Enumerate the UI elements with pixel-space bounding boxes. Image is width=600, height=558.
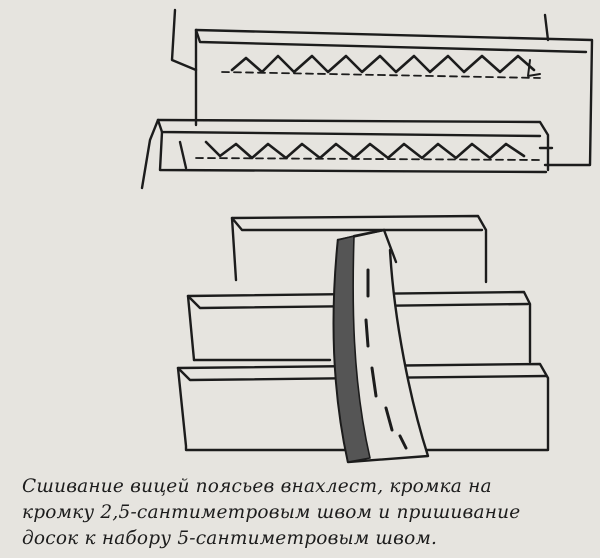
lower-belt-plank [140, 118, 554, 190]
bottom-board [176, 362, 550, 452]
frame-rib [332, 228, 430, 464]
figure-caption: Сшивание вицей поясьев внахлест, кромка … [22, 474, 592, 552]
caption-line: досок к набору 5-сантиметровым швом. [22, 528, 438, 549]
top-board [230, 214, 488, 284]
caption-line: кромку 2,5-сантиметровым швом и пришиван… [22, 502, 521, 523]
caption-line: Сшивание вицей поясьев внахлест, кромка … [22, 476, 492, 497]
upper-zigzag-stitch [230, 54, 536, 74]
upper-belt-plank [170, 8, 594, 167]
middle-board [186, 290, 532, 364]
lower-zigzag-stitch [204, 140, 526, 160]
stitching-diagram [140, 8, 594, 464]
